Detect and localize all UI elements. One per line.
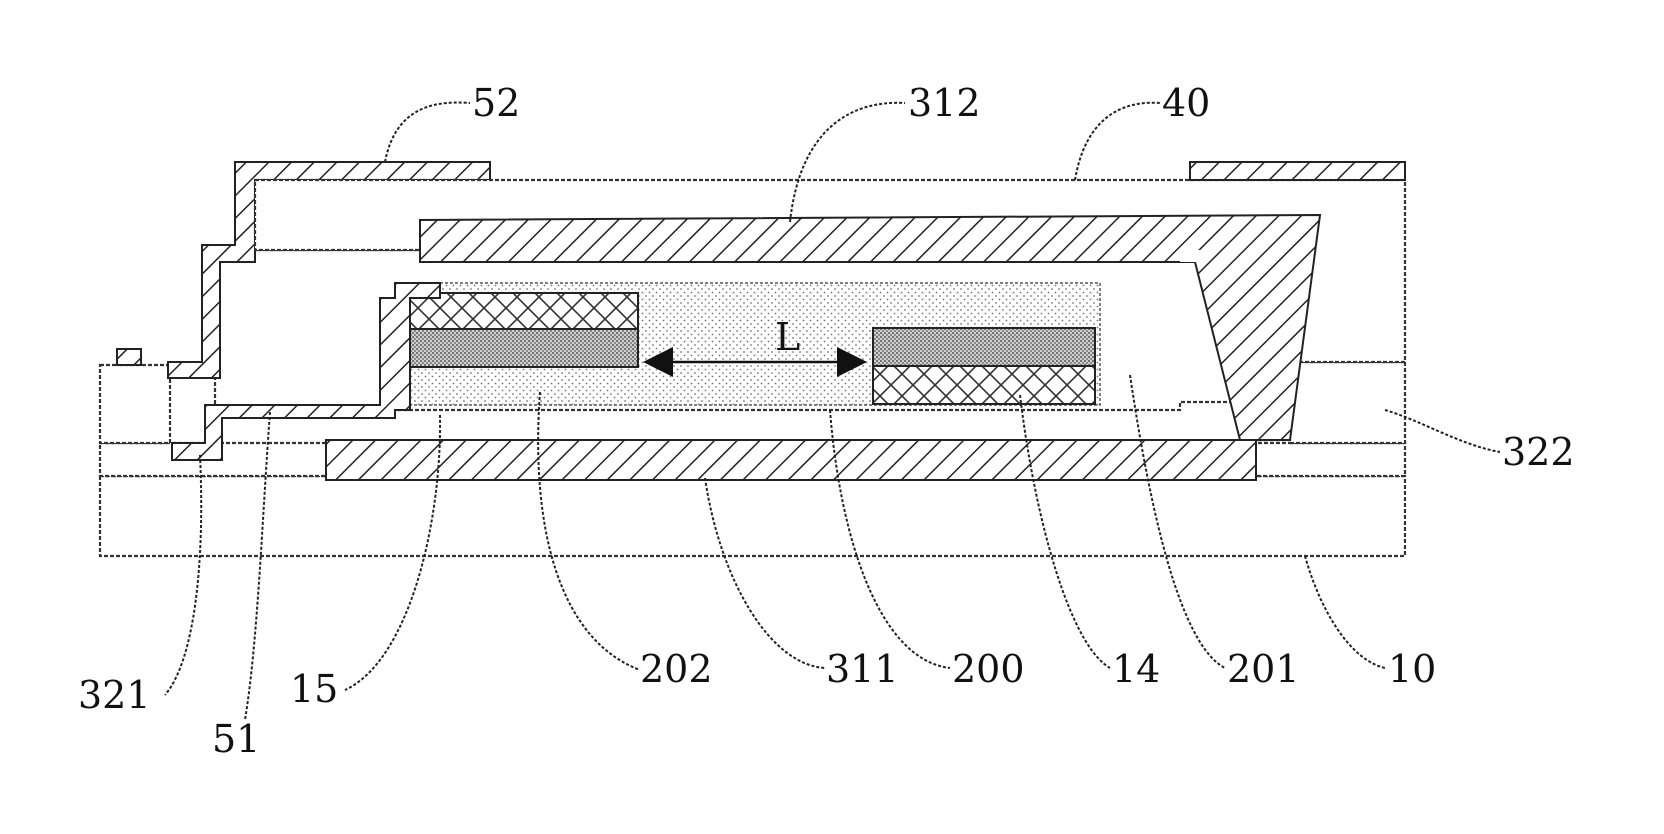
label-14: 14: [1112, 647, 1160, 691]
label-312: 312: [908, 81, 981, 125]
label-311: 311: [826, 647, 899, 691]
leader-40: [1075, 103, 1160, 180]
label-10: 10: [1388, 647, 1436, 691]
label-200: 200: [952, 647, 1025, 691]
label-202: 202: [640, 647, 713, 691]
strip-202: [410, 329, 638, 367]
label-15: 15: [290, 667, 338, 711]
electrode-312-inner-step: [1180, 250, 1200, 262]
block-14: [873, 366, 1095, 404]
label-321: 321: [78, 673, 151, 717]
label-51: 51: [212, 717, 260, 761]
substrate-10: [100, 476, 1405, 556]
label-201: 201: [1227, 647, 1300, 691]
strip-201: [873, 328, 1095, 366]
leader-52: [385, 103, 470, 162]
right-top-pad: [1190, 162, 1405, 180]
label-52: 52: [472, 81, 520, 125]
insulating-layer-322: [100, 365, 170, 443]
label-40: 40: [1162, 81, 1210, 125]
leader-10: [1305, 556, 1385, 668]
block-15: [410, 293, 638, 329]
pad-small-left: [117, 349, 141, 365]
electrode-311: [326, 440, 1256, 480]
label-322: 322: [1502, 430, 1575, 474]
label-L: L: [775, 315, 800, 359]
